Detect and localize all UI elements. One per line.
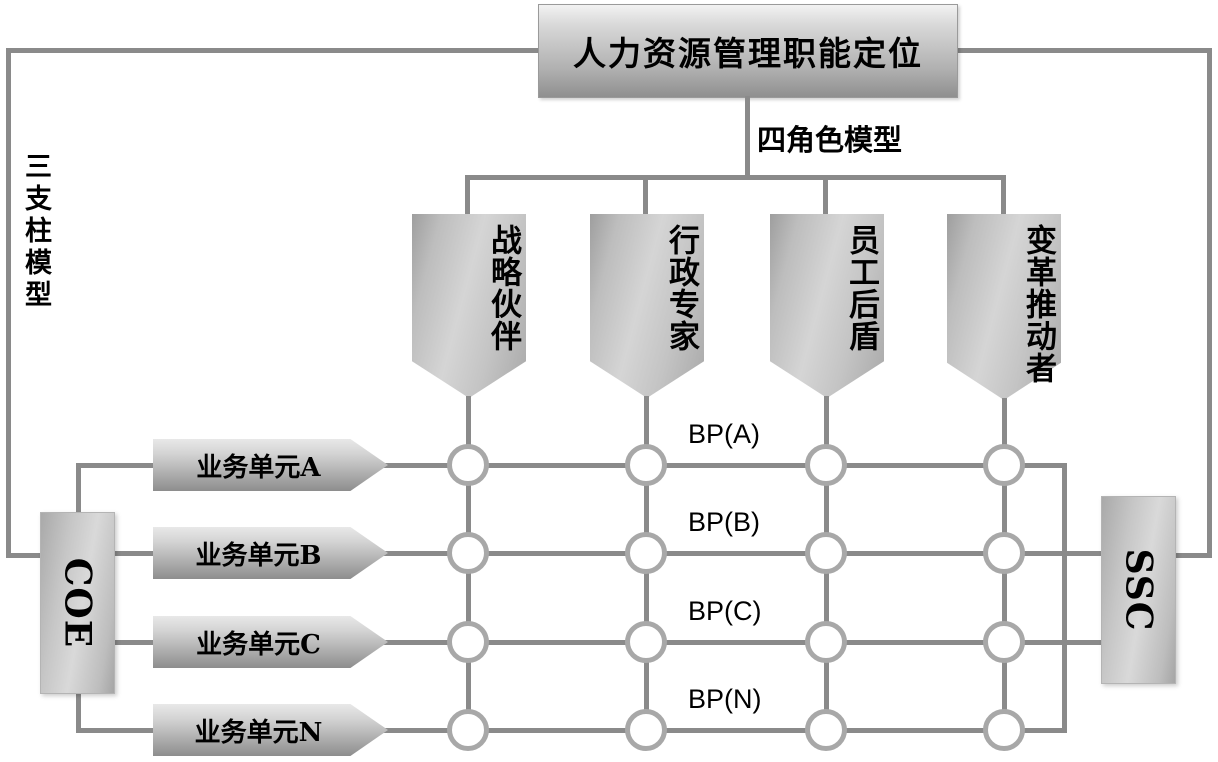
outer-frame-top — [6, 48, 538, 53]
three-pillar-model-label: 三支柱模型 — [20, 152, 51, 312]
grid-column-line-3 — [824, 446, 829, 732]
ssc-link-row-3 — [1002, 640, 1112, 645]
bu-to-grid-3 — [356, 640, 472, 645]
role-pennant-employee-champion[interactable]: 员工后盾 — [770, 214, 884, 398]
grid-node[interactable] — [447, 709, 489, 751]
business-unit-n[interactable]: 业务单元N — [153, 704, 388, 756]
business-unit-c[interactable]: 业务单元C — [153, 616, 388, 668]
coe-link-row-4 — [76, 728, 156, 733]
grid-column-line-2 — [644, 446, 649, 732]
coe-label: COE — [56, 557, 99, 649]
business-unit-label: 业务单元B — [195, 540, 322, 571]
bp-label-c: BP(C) — [688, 596, 762, 626]
grid-node[interactable] — [625, 532, 667, 574]
grid-column-line-4 — [1002, 446, 1007, 732]
pennant-shape — [590, 214, 704, 398]
outer-frame-right — [1207, 48, 1212, 558]
business-unit-a[interactable]: 业务单元A — [153, 439, 388, 491]
ssc-box[interactable]: SSC — [1101, 496, 1176, 684]
pennant-shape — [412, 214, 526, 398]
title-drop-line — [745, 96, 750, 177]
grid-node[interactable] — [625, 621, 667, 663]
bu-to-grid-4 — [356, 728, 472, 733]
business-unit-label: 业务单元N — [194, 717, 323, 748]
ssc-label: SSC — [1117, 548, 1160, 632]
page-title: 人力资源管理职能定位 — [573, 34, 923, 73]
ssc-link-row-1 — [1002, 463, 1067, 468]
grid-row-line-1 — [380, 463, 1005, 468]
ssc-collector-bus — [1062, 463, 1067, 733]
outer-frame-right-to-ssc — [1150, 553, 1212, 558]
role-label: 行政专家 — [663, 224, 699, 352]
grid-node[interactable] — [447, 621, 489, 663]
grid-row-line-4 — [380, 728, 1005, 733]
business-unit-b[interactable]: 业务单元B — [153, 527, 388, 579]
business-unit-label: 业务单元C — [196, 629, 321, 660]
grid-node[interactable] — [983, 709, 1025, 751]
outer-frame-top-right — [956, 48, 1212, 53]
pennant-tail-2 — [644, 396, 649, 446]
grid-node[interactable] — [805, 444, 847, 486]
role-drop-1 — [465, 175, 470, 217]
coe-link-row-2 — [106, 551, 156, 556]
grid-node[interactable] — [983, 532, 1025, 574]
grid-node[interactable] — [625, 709, 667, 751]
role-drop-3 — [823, 175, 828, 217]
role-pennant-change-agent[interactable]: 变革推动者 — [947, 214, 1061, 400]
grid-row-line-2 — [380, 551, 1005, 556]
grid-node[interactable] — [625, 444, 667, 486]
bp-label-n: BP(N) — [688, 684, 762, 714]
grid-node[interactable] — [447, 532, 489, 574]
role-drop-4 — [1001, 175, 1006, 217]
four-role-model-label: 四角色模型 — [757, 123, 903, 157]
business-unit-shape — [153, 616, 388, 668]
ssc-link-row-4 — [1002, 728, 1067, 733]
coe-box[interactable]: COE — [40, 512, 115, 694]
role-label: 战略伙伴 — [485, 224, 521, 352]
grid-node[interactable] — [805, 532, 847, 574]
grid-node[interactable] — [805, 709, 847, 751]
outer-frame-left-to-coe — [6, 553, 46, 558]
grid-row-line-3 — [380, 640, 1005, 645]
grid-node[interactable] — [983, 621, 1025, 663]
pennant-shape — [947, 214, 1061, 400]
role-drop-2 — [643, 175, 648, 217]
coe-link-row-3 — [106, 640, 156, 645]
pennant-tail-1 — [466, 396, 471, 446]
coe-link-row-1 — [76, 463, 156, 468]
bp-label-b: BP(B) — [688, 507, 761, 537]
grid-node[interactable] — [983, 444, 1025, 486]
role-label: 变革推动者 — [1020, 224, 1056, 384]
pennant-shape — [770, 214, 884, 398]
pennant-tail-4 — [1002, 398, 1007, 446]
role-pennant-strategic-partner[interactable]: 战略伙伴 — [412, 214, 526, 398]
business-unit-shape — [153, 527, 388, 579]
pennant-tail-3 — [824, 396, 829, 446]
bp-label-a: BP(A) — [688, 419, 761, 449]
business-unit-shape — [153, 439, 388, 491]
bu-to-grid-1 — [356, 463, 472, 468]
bu-to-grid-2 — [356, 551, 472, 556]
grid-node[interactable] — [447, 444, 489, 486]
role-bus-horizontal — [465, 175, 1006, 180]
business-unit-shape — [153, 704, 388, 756]
grid-column-line-1 — [466, 446, 471, 732]
grid-node[interactable] — [805, 621, 847, 663]
diagram-title-box: 人力资源管理职能定位 — [538, 4, 958, 98]
role-pennant-administrative-expert[interactable]: 行政专家 — [590, 214, 704, 398]
role-label: 员工后盾 — [843, 224, 879, 352]
outer-frame-left — [6, 48, 11, 558]
business-unit-label: 业务单元A — [196, 452, 321, 483]
ssc-link-row-2 — [1002, 551, 1112, 556]
